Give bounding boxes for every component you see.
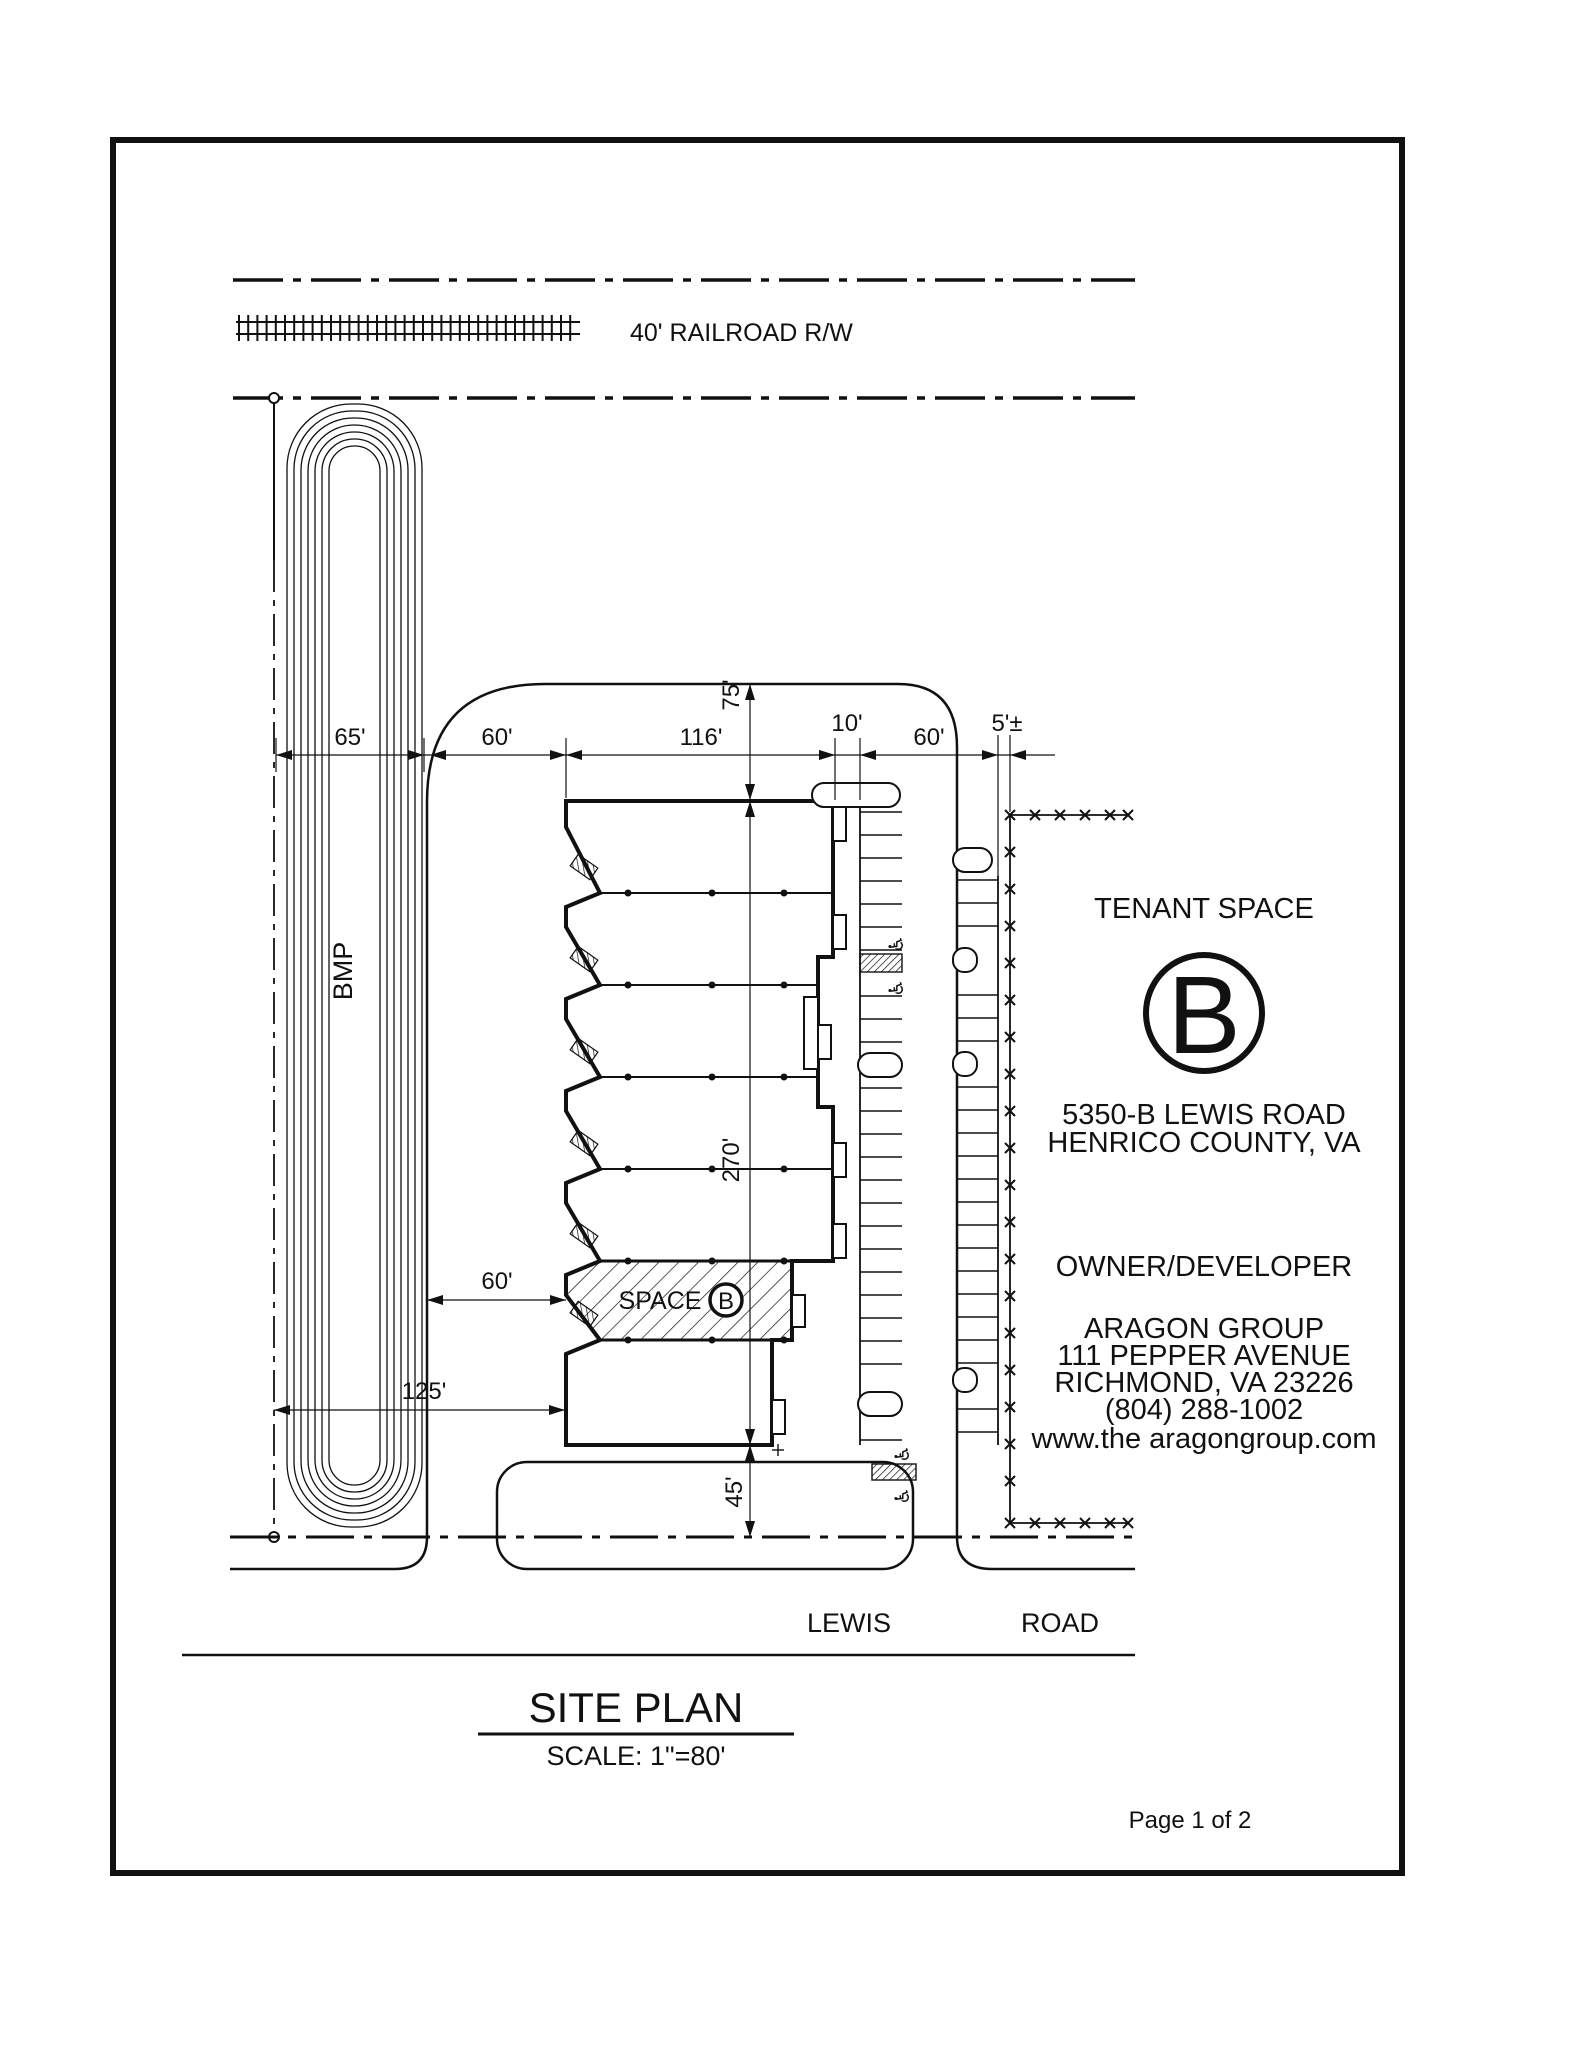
- dimension-arrowheads: [274, 684, 1026, 1537]
- space-b-id-circle: [708, 1282, 744, 1318]
- tenant-address-line2: HENRICO COUNTY, VA: [1047, 1127, 1361, 1159]
- dim-building-width: 116': [680, 724, 723, 751]
- dim-sidewalk: 10': [831, 710, 862, 737]
- space-b-id: B: [718, 1288, 734, 1315]
- parking-area: [811, 782, 999, 1445]
- tenant-space-id-circle: [1143, 952, 1265, 1074]
- owner-info-block: OWNER/DEVELOPER ARAGON GROUP 111 PEPPER …: [1031, 1251, 1377, 1455]
- dim-bmp-width: 65': [334, 724, 365, 751]
- sheet-scale: SCALE: 1"=80': [546, 1741, 725, 1771]
- parking-lot-curbs: [230, 682, 1135, 1571]
- building-outline: [564, 799, 835, 1447]
- dim-front-depth: 75': [718, 679, 745, 710]
- tenant-info-block: TENANT SPACE B 5350-B LEWIS ROAD HENRICO…: [1047, 893, 1361, 1159]
- railroad-label: 40' RAILROAD R/W: [630, 319, 853, 347]
- title-block: SITE PLAN SCALE: 1"=80' Page 1 of 2: [182, 1653, 1252, 1834]
- road-labels: LEWIS ROAD: [807, 1608, 1099, 1638]
- owner-title: OWNER/DEVELOPER: [1056, 1251, 1353, 1283]
- sheet-border: [110, 137, 1405, 1876]
- property-corner-node-top: [268, 392, 280, 404]
- property-line-west: [268, 392, 280, 1543]
- owner-phone: (804) 288-1002: [1105, 1394, 1303, 1426]
- building: SPACE B: [564, 799, 847, 1447]
- accessible-parking-icon: ♿: [890, 1487, 914, 1505]
- parking-islands: [811, 782, 993, 1417]
- railroad-right-of-way: 40' RAILROAD R/W: [233, 278, 1135, 400]
- curb-south-apron: [495, 1460, 915, 1571]
- dock-door-hatches: [569, 853, 599, 1328]
- dim-fence-offset: 5'±: [991, 710, 1022, 737]
- parking-row2-stalls: [957, 879, 998, 1433]
- accessible-parking-icon: ♿: [890, 1445, 914, 1463]
- tenant-title: TENANT SPACE: [1094, 893, 1314, 925]
- parking-row1-stalls: [860, 811, 902, 1441]
- dimensions: 65' 60' 116' 10' 60' 5'± 75' 270' 45' 60…: [274, 679, 1055, 1537]
- dim-building-length: 270': [718, 1138, 745, 1183]
- owner-name: ARAGON GROUP: [1084, 1313, 1324, 1345]
- benchmark-plus: [772, 1444, 784, 1456]
- accessible-crosswalks: ♿ ♿ ♿ ♿: [859, 935, 917, 1505]
- dim-spaceb-drive: 60': [481, 1268, 512, 1295]
- road-name-right: ROAD: [1021, 1608, 1099, 1638]
- sheet-title: SITE PLAN: [529, 1684, 744, 1731]
- owner-website: www.the aragongroup.com: [1031, 1423, 1377, 1455]
- bmp-label: BMP: [328, 942, 358, 1001]
- dim-road-setback: 45': [721, 1476, 748, 1507]
- road-name-left: LEWIS: [807, 1608, 891, 1638]
- bmp-pond: [286, 403, 423, 1528]
- dimension-lines: [274, 684, 1055, 1537]
- curb-main-loop: [230, 682, 1135, 1571]
- space-b-label: SPACE: [619, 1287, 702, 1315]
- column-dots: [624, 889, 788, 1344]
- page-number: Page 1 of 2: [1129, 1807, 1252, 1834]
- crosswalk-hatch-lower: [871, 1463, 917, 1481]
- dim-rear-width: 125': [402, 1378, 447, 1405]
- accessible-parking-icon: ♿: [884, 935, 908, 953]
- owner-address-line1: 111 PEPPER AVENUE: [1057, 1340, 1350, 1372]
- dim-drive-west: 60': [481, 724, 512, 751]
- owner-address-line2: RICHMOND, VA 23226: [1054, 1367, 1353, 1399]
- storefront-vestibules: [771, 806, 847, 1435]
- accessible-parking-icon: ♿: [884, 979, 908, 997]
- tenant-space-id: B: [1167, 954, 1240, 1077]
- dim-parking-east: 60': [913, 724, 944, 751]
- tenant-address-line1: 5350-B LEWIS ROAD: [1062, 1099, 1346, 1131]
- fence-line: [1004, 809, 1134, 1529]
- crosswalk-hatch-upper: [859, 953, 903, 973]
